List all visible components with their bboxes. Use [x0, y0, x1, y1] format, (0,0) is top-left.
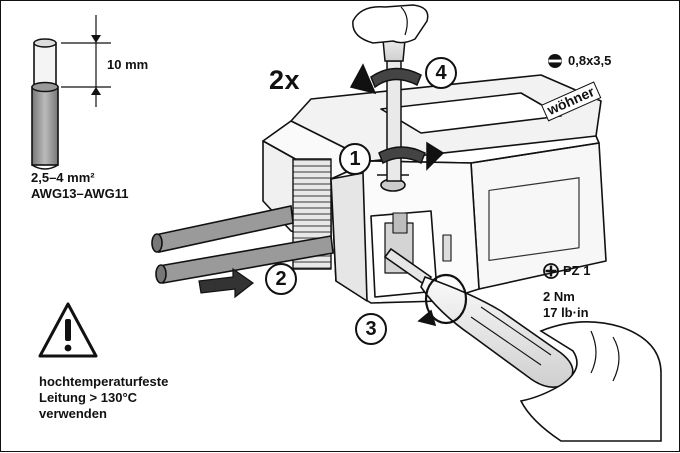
strip-length-label: 10 mm: [107, 57, 149, 72]
slotted-size-label: 0,8x3,5: [568, 53, 612, 68]
pozidriv-size-label: PZ 1: [563, 263, 591, 278]
cross-section-label: 2,5–4 mm²: [31, 170, 95, 185]
pozidriv-screw-icon: [543, 263, 559, 279]
rotation-arrows: [349, 63, 445, 171]
warning-triangle-icon: [38, 302, 98, 358]
awg-range-label: AWG13–AWG11: [31, 186, 129, 201]
torque-lbin-label: 17 lb·in: [543, 305, 589, 320]
warning-line-1: hochtemperaturfeste: [39, 374, 169, 389]
quantity-label: 2x: [269, 65, 301, 95]
step-1-badge: 1: [339, 143, 371, 175]
push-arrow: [198, 267, 255, 299]
warning-line-3: verwenden: [39, 406, 107, 421]
terminal-block: [262, 74, 607, 304]
warning-line-2: Leitung > 130°C: [39, 390, 138, 405]
step-2-badge: 2: [265, 263, 297, 295]
stripped-wire-illustration: [31, 15, 111, 170]
step-4-badge: 4: [425, 57, 457, 89]
torque-nm-label: 2 Nm: [543, 289, 575, 304]
step-3-badge: 3: [355, 313, 387, 345]
lower-screwdriver: [383, 247, 662, 442]
wires: [151, 205, 334, 284]
slotted-screw-icon: [548, 54, 562, 68]
